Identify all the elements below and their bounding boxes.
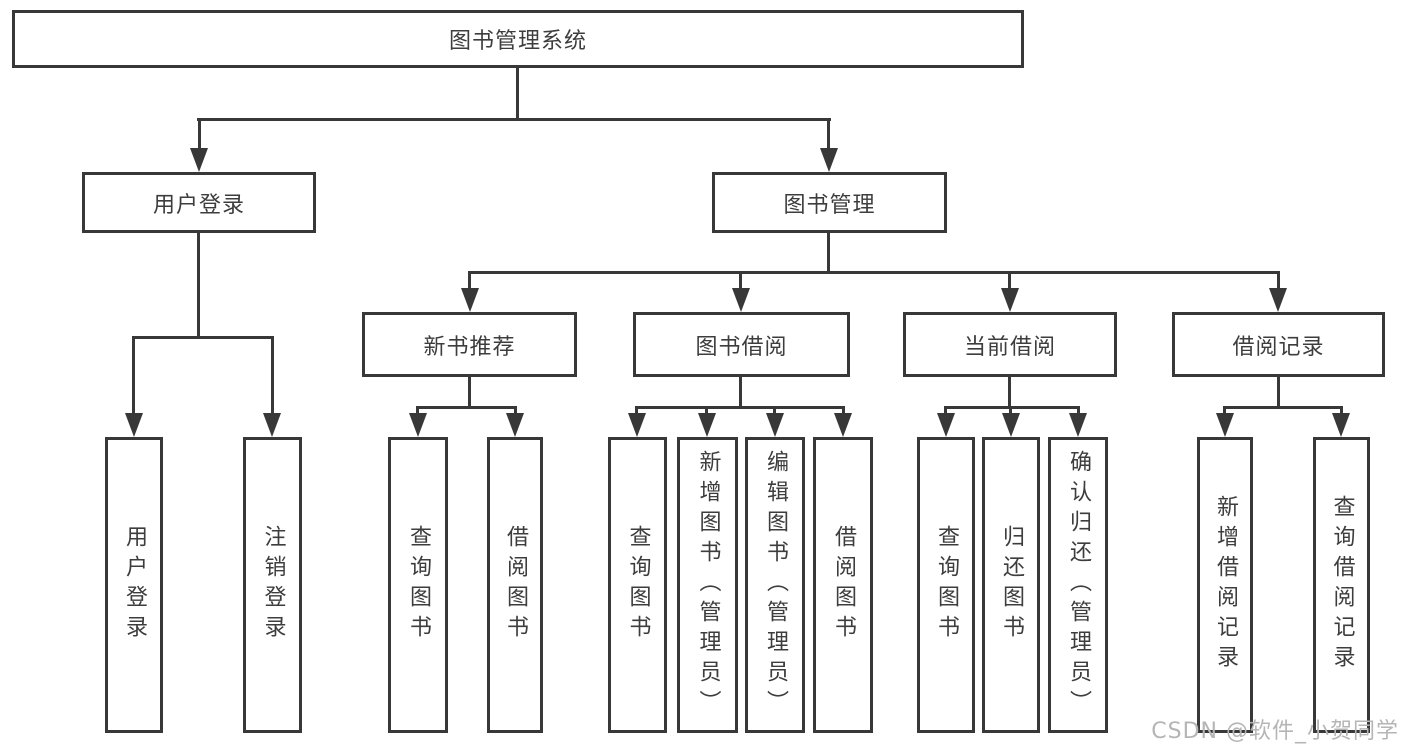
node-borrowing-records-label: 借阅记录 (1232, 334, 1325, 360)
connector-user-login-splitter (132, 336, 274, 339)
connector-drop-book-borrowing (739, 271, 742, 293)
connector-current-trunk (1008, 377, 1011, 409)
node-records-query-record-label: 查询借阅记录 (1329, 495, 1355, 675)
node-records-add-record: 新增借阅记录 (1197, 437, 1253, 733)
node-current-query-books-label: 查询图书 (934, 525, 959, 645)
node-borrowing-edit-books-label: 编辑图书（管理员） (763, 450, 788, 720)
node-current-confirm-return: 确认归还（管理员） (1048, 437, 1108, 733)
connector-drop-records-add (1223, 406, 1226, 418)
connector-drop-borrowing-borrow (842, 406, 845, 418)
arrowhead (732, 288, 750, 312)
connector-book-management-splitter (468, 271, 1280, 274)
arrowhead (1216, 413, 1234, 437)
node-recommend-query-books-label: 查询图书 (406, 525, 431, 645)
connector-recommend-splitter (416, 406, 517, 409)
node-current-query-books: 查询图书 (917, 437, 975, 733)
node-new-book-recommend-label: 新书推荐 (423, 334, 516, 360)
node-book-borrowing-label: 图书借阅 (695, 334, 788, 360)
connector-book-management-trunk (827, 233, 830, 274)
node-book-borrowing: 图书借阅 (633, 312, 850, 377)
node-current-confirm-return-label: 确认归还（管理员） (1066, 450, 1091, 720)
connector-current-splitter (944, 406, 1080, 409)
connector-drop-current-confirm (1077, 406, 1080, 418)
arrowhead (506, 413, 524, 437)
connector-drop-new-book-recommend (468, 271, 471, 293)
node-recommend-borrow-books: 借阅图书 (487, 437, 543, 733)
node-borrowing-query-books-label: 查询图书 (625, 525, 651, 645)
node-current-return-books: 归还图书 (982, 437, 1040, 733)
arrowhead (937, 413, 955, 437)
node-current-return-books-label: 归还图书 (999, 525, 1024, 645)
connector-drop-current-return (1009, 406, 1012, 418)
arrowhead (820, 148, 838, 172)
arrowhead (125, 413, 143, 437)
watermark: CSDN @软件_小贺同学 (1151, 719, 1399, 744)
arrowhead (628, 413, 646, 437)
node-book-management-label: 图书管理 (783, 192, 876, 218)
node-login-action: 用户登录 (105, 437, 163, 733)
connector-borrowing-splitter (635, 406, 845, 409)
connector-drop-records-query (1340, 406, 1343, 418)
node-borrowing-borrow-books: 借阅图书 (813, 437, 873, 733)
connector-drop-logout-action (271, 336, 274, 416)
arrowhead (409, 413, 427, 437)
connector-drop-login-action (132, 336, 135, 416)
node-borrowing-borrow-books-label: 借阅图书 (831, 525, 856, 645)
arrowhead (698, 413, 716, 437)
connector-drop-book-management (827, 118, 830, 151)
connector-drop-recommend-borrow (514, 406, 517, 418)
node-borrowing-add-books-label: 新增图书（管理员） (695, 450, 721, 720)
arrowhead (1002, 413, 1020, 437)
arrowhead (1069, 413, 1087, 437)
connector-recommend-trunk (468, 377, 471, 409)
node-records-query-record: 查询借阅记录 (1313, 437, 1370, 733)
connector-drop-current-borrowing (1008, 271, 1011, 293)
arrowhead (1269, 288, 1287, 312)
node-user-login-label: 用户登录 (152, 192, 245, 218)
connector-root-splitter (197, 118, 831, 121)
connector-drop-borrowing-query (635, 406, 638, 418)
arrowhead (190, 148, 208, 172)
arrowhead (1001, 288, 1019, 312)
node-user-login: 用户登录 (82, 172, 316, 233)
connector-borrowing-trunk (739, 377, 742, 409)
node-borrowing-query-books: 查询图书 (608, 437, 667, 733)
node-root-label: 图书管理系统 (448, 29, 587, 54)
node-book-management: 图书管理 (712, 172, 947, 233)
connector-root-trunk (516, 68, 519, 121)
node-new-book-recommend: 新书推荐 (362, 312, 577, 377)
arrowhead (1332, 413, 1350, 437)
arrowhead (766, 413, 784, 437)
node-borrowing-edit-books: 编辑图书（管理员） (745, 437, 805, 733)
connector-drop-user-login (198, 118, 201, 151)
connector-records-splitter (1223, 406, 1343, 409)
node-logout-action: 注销登录 (243, 437, 302, 733)
arrowhead (263, 413, 281, 437)
node-current-borrowing-label: 当前借阅 (963, 334, 1056, 360)
node-current-borrowing: 当前借阅 (903, 312, 1117, 377)
node-records-add-record-label: 新增借阅记录 (1213, 495, 1238, 675)
arrowhead (461, 288, 479, 312)
connector-drop-current-query (944, 406, 947, 418)
node-root: 图书管理系统 (12, 10, 1024, 68)
node-login-action-label: 用户登录 (122, 525, 147, 645)
node-borrowing-records: 借阅记录 (1172, 312, 1385, 377)
connector-drop-borrowing-records (1277, 271, 1280, 293)
connector-drop-borrowing-edit (773, 406, 776, 418)
node-recommend-borrow-books-label: 借阅图书 (503, 525, 528, 645)
connector-drop-borrowing-add (705, 406, 708, 418)
connector-records-trunk (1277, 377, 1280, 409)
connector-drop-recommend-query (416, 406, 419, 418)
connector-user-login-trunk (197, 233, 200, 339)
arrowhead (834, 413, 852, 437)
node-borrowing-add-books: 新增图书（管理员） (677, 437, 738, 733)
node-recommend-query-books: 查询图书 (388, 437, 448, 733)
node-logout-action-label: 注销登录 (260, 525, 286, 645)
